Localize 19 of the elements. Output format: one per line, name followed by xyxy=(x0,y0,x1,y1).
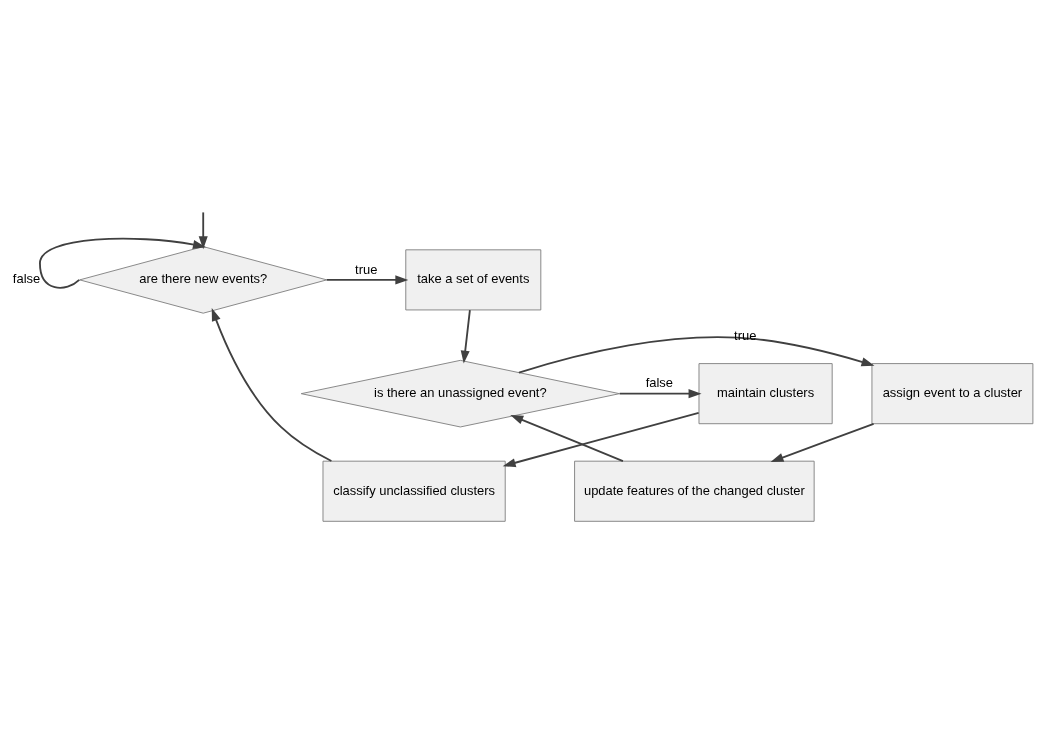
node-box: classify unclassified clusters xyxy=(322,460,506,522)
arrow xyxy=(502,411,700,468)
arrow xyxy=(510,415,624,462)
arrow xyxy=(198,211,208,250)
edge-label: false xyxy=(12,271,41,287)
arrow xyxy=(770,422,875,463)
node-box: maintain clusters xyxy=(698,363,833,425)
arrow xyxy=(39,237,206,289)
node-box: take a set of events xyxy=(405,249,542,311)
node-box: assign event to a cluster xyxy=(871,363,1034,425)
arrow xyxy=(211,308,333,462)
arrow xyxy=(618,389,702,399)
arrow xyxy=(325,275,409,285)
arrow xyxy=(460,309,471,364)
node-box: update features of the changed cluster xyxy=(574,460,815,522)
node-diamond: are there new events? xyxy=(79,246,328,314)
edge-label: true xyxy=(355,261,378,277)
arrow xyxy=(518,336,875,374)
edge-label: false xyxy=(645,375,674,391)
